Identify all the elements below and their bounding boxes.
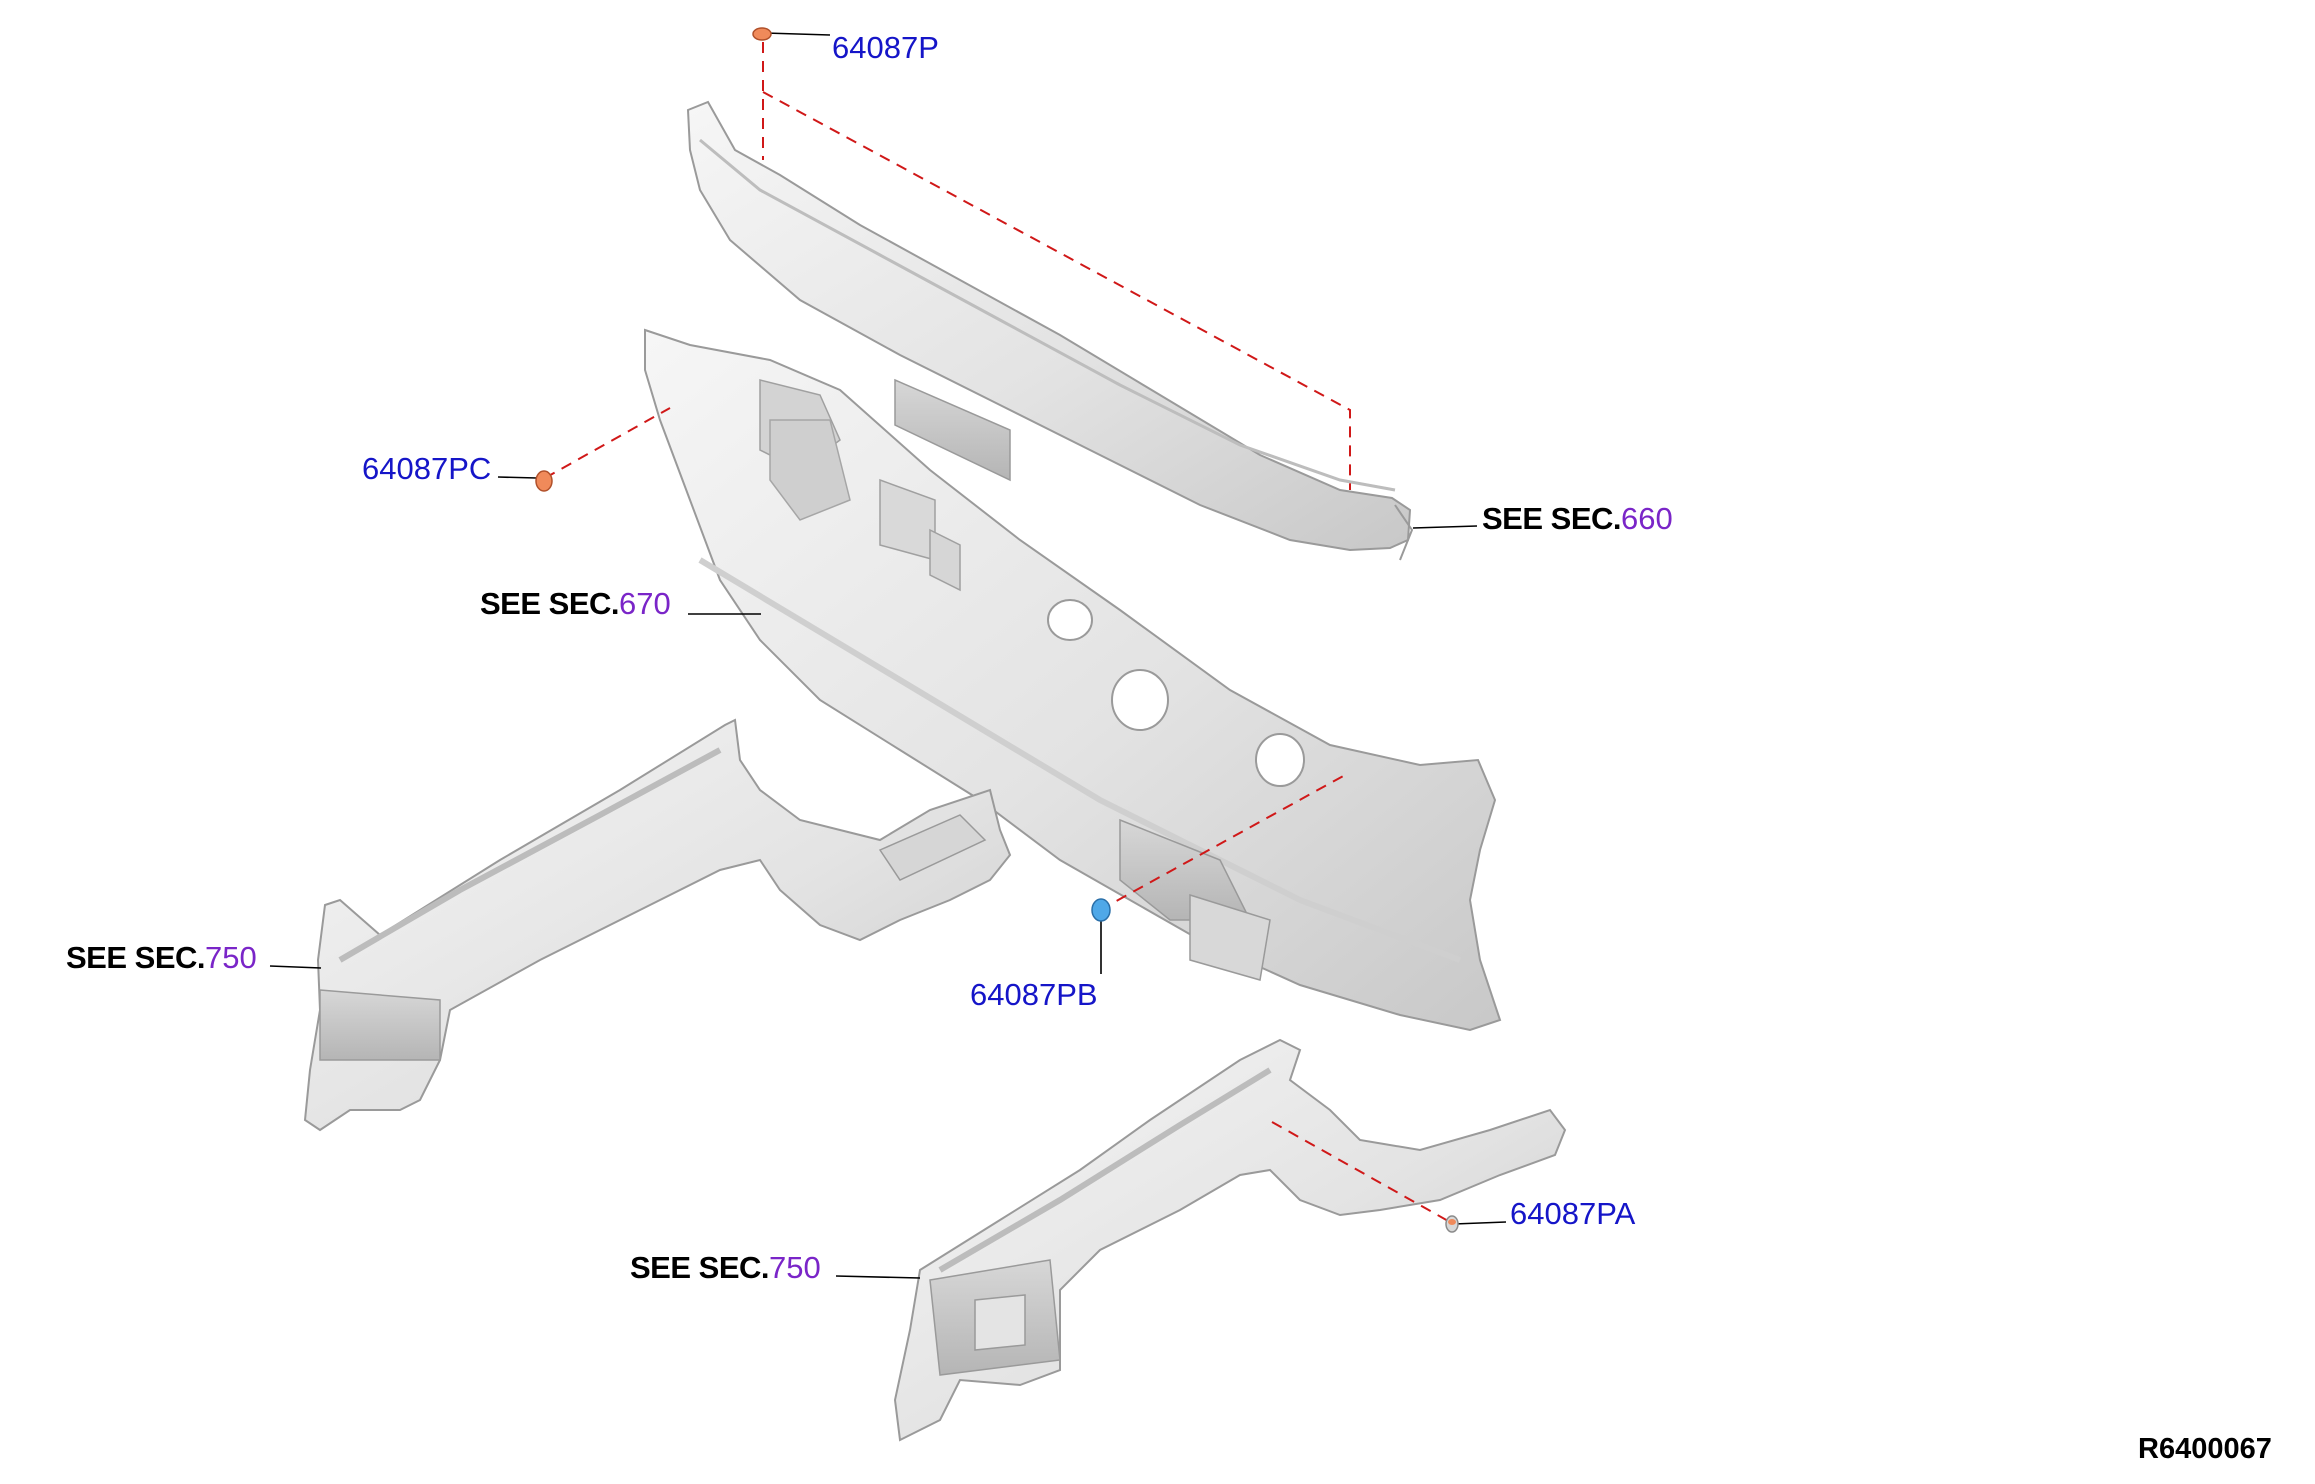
dash-line-pa [1271,1121,1451,1223]
diagram-id: R6400067 [2138,1433,2272,1465]
cowl-top-panel [686,100,1414,561]
left-side-member [303,718,1012,1132]
leader-sec750a [269,965,322,969]
section-link-750-right[interactable]: 750 [769,1250,821,1285]
dash-line-p-right [762,91,1351,490]
dash-panel [644,328,1502,1032]
part-label-64087p[interactable]: 64087P [832,30,939,65]
section-ref-660: SEE SEC.660 [1482,503,1673,534]
section-ref-750-right: SEE SEC.750 [630,1252,821,1283]
section-ref-750-left: SEE SEC.750 [66,942,257,973]
section-ref-670: SEE SEC.670 [480,588,671,619]
leader-sec660 [1412,525,1478,529]
leader-64087p [764,32,831,36]
part-label-64087pa[interactable]: 64087PA [1510,1196,1636,1231]
leader-sec750b [835,1275,921,1279]
section-ref-prefix: SEE SEC. [1482,501,1622,536]
leader-64087pc [497,476,538,479]
dash-line-pb [1099,774,1346,911]
section-ref-prefix: SEE SEC. [630,1250,770,1285]
section-ref-prefix: SEE SEC. [480,586,620,621]
part-label-64087pc[interactable]: 64087PC [362,451,492,486]
right-side-member [893,1038,1567,1442]
fastener-64087pc[interactable] [535,470,553,492]
fastener-64087p[interactable] [752,27,772,41]
dash-line-pc [544,407,671,479]
section-link-660[interactable]: 660 [1621,501,1673,536]
part-label-64087pb[interactable]: 64087PB [970,977,1098,1012]
section-ref-prefix: SEE SEC. [66,940,206,975]
dashed-alignment-lines [544,42,1451,1223]
fastener-64087pa[interactable] [1445,1215,1459,1233]
section-link-670[interactable]: 670 [619,586,671,621]
leader-lines [269,32,1507,1279]
leader-64087pa [1453,1221,1507,1225]
section-link-750-left[interactable]: 750 [205,940,257,975]
fastener-64087pb[interactable] [1091,898,1111,922]
